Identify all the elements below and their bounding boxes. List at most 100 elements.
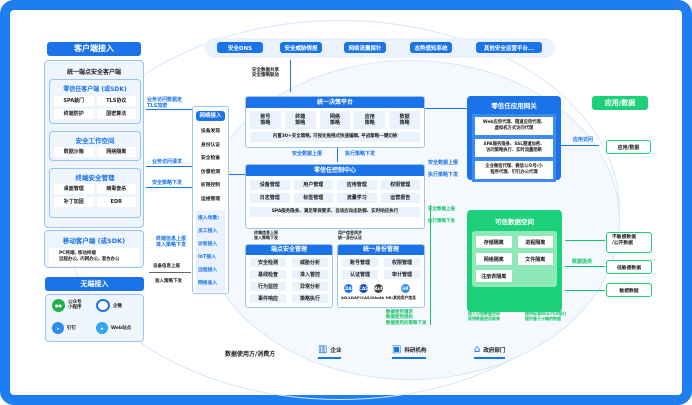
client-access-header: 客户端接入 — [47, 42, 141, 56]
apps-data-box[interactable]: 应用/数据 — [606, 140, 651, 154]
green-connector — [565, 240, 605, 241]
building-icon: ▥ — [318, 344, 328, 355]
trusted-item: 注册表隔离 — [476, 270, 512, 282]
top-item-others[interactable]: 其他安全运营平台... — [476, 42, 542, 53]
consumer-enterprise[interactable]: ▥ 企业 — [318, 344, 342, 359]
research-icon: ▣ — [392, 344, 402, 355]
endpoint-mgmt-item: 异常分析 — [292, 282, 328, 291]
identity-item: 认证管理 — [342, 270, 378, 279]
trusted-space-title: 可信数据空间 — [495, 218, 534, 226]
scenario-item: 网络准入 — [198, 281, 218, 286]
exec-down-label: 执行策略下发 — [345, 151, 376, 157]
scenario-title: 接入场景: — [198, 216, 220, 221]
clientless-label: 公众号 小程序 — [68, 299, 82, 310]
decision-platform-title: 统一决策平台 — [246, 97, 424, 108]
network-access-item: 安全检查 — [200, 156, 221, 161]
trusted-item: 网络隔离 — [476, 253, 512, 265]
consumer-government[interactable]: ⌂ 政府部门 — [474, 344, 506, 359]
endpoint-item: EDR — [96, 197, 136, 207]
endpoint-mgmt-panel: 端点安全管理 安全检测 威胁分析 基线检查 准入管控 行为监控 异常分析 事件响… — [245, 244, 333, 308]
clientless-wechat[interactable]: ●● 公众号 小程序 — [52, 299, 82, 312]
access-down-label: 准入策略下发 — [155, 279, 182, 284]
connector — [146, 166, 192, 167]
data-supply-label: 数据提供 — [572, 259, 593, 265]
top-item-situation[interactable]: 态势感知系统 — [410, 42, 452, 53]
network-access-item: 设备发现 — [200, 129, 221, 134]
zt-client-box: 零信任客户端 (或SDK) SPA敲门 TLS协议 终端防护 国密算法 — [49, 79, 141, 124]
control-item: 日志管理 — [250, 193, 290, 203]
clientless-label: Web站点 — [111, 326, 132, 331]
gateway-panel: 零信任应用网关 Web应用代理、隧道应用代理、 虚拟机方式访问代理 SPA服务隐… — [467, 96, 561, 182]
zt-item: TLS协议 — [96, 96, 136, 106]
identity-note: AD/LDAP/CAS/OAuth HR/其他用户信息 — [341, 295, 416, 300]
identity-item: 账号管理 — [342, 258, 378, 267]
endpoint-mgmt-item: 基线检查 — [250, 270, 286, 279]
web-icon: e — [96, 322, 108, 334]
zt-item: SPA敲门 — [54, 96, 94, 106]
endpoint-mgmt-item: 行为监控 — [250, 282, 286, 291]
control-item: 运营报告 — [380, 193, 420, 203]
clientless-label: 企微 — [113, 303, 122, 309]
connector — [337, 148, 338, 162]
top-item-dns[interactable]: 安全DNS — [217, 42, 263, 53]
endpoint-mgmt-item: 事件响应 — [250, 294, 286, 303]
trusted-item: 进程隔离 — [517, 236, 553, 248]
policy-down-label: 安全策略下发 — [152, 180, 183, 186]
endpoint-mgmt-item: 安全检测 — [250, 258, 286, 267]
app-access-label: 应用访问 — [573, 137, 594, 143]
decision-item: 应用 策略 — [354, 111, 386, 129]
dev-report-label: 设备信息上报 — [153, 264, 180, 269]
network-access-item: 身份认证 — [200, 142, 221, 148]
endpoint-mgmt-item: 准入管控 — [292, 270, 328, 279]
share-label: 安全数据共享 安全策略联动 — [252, 68, 279, 79]
network-access-item: 权限控制 — [200, 183, 221, 188]
consumer-research[interactable]: ▣ 科研机构 — [392, 344, 427, 359]
consumer-label: 政府部门 — [483, 347, 506, 354]
data-source-sensitive[interactable]: 敏感数据 — [606, 283, 652, 297]
decision-item: 数据 策略 — [389, 111, 420, 129]
endpoint-item: 补丁加固 — [54, 197, 94, 207]
top-item-threat-intel[interactable]: 安全威胁情报 — [280, 42, 322, 53]
wechat-icon: ●● — [52, 299, 65, 312]
data-source-public[interactable]: 不敏感数据 /公开数据 — [606, 232, 652, 253]
share-arrow — [290, 60, 291, 92]
decision-platform-panel: 统一决策平台 账号 策略 终端 策略 网络 策略 应用 策略 数据 策略 内置3… — [245, 96, 425, 148]
exec-down2-label: 执行策略下发 — [428, 172, 459, 178]
qiyeweixin-icon — [96, 299, 110, 312]
mobile-line: 远程办公, 内网办公, 混合办公 — [59, 256, 120, 262]
ldap-icon: LDAP — [342, 284, 355, 293]
control-item: 应用管理 — [337, 180, 377, 190]
green-out-label: 提供标准RESTful接口 提供基于沙箱的数据 — [525, 311, 567, 321]
endpoint-box: 终端安全管理 桌面管理 病毒查杀 补丁加固 EDR — [49, 168, 141, 218]
green-connector — [565, 266, 605, 267]
connector — [149, 272, 191, 273]
connector — [229, 174, 245, 175]
top-item-traffic-probe[interactable]: 网络流量探针 — [344, 42, 386, 53]
endpoint-item: 病毒查杀 — [96, 184, 136, 194]
apps-data-header: 应用/数据 — [592, 96, 648, 110]
cas-icon: CAS — [359, 284, 368, 293]
mobile-line: PC终端, 移动终端 — [59, 251, 96, 256]
control-item: 权限管理 — [380, 180, 420, 190]
trusted-space-panel: 可信数据空间 存储隔离 进程隔离 网络隔离 文件隔离 注册表隔离 — [467, 210, 562, 312]
clientless-web[interactable]: e Web站点 — [96, 322, 131, 334]
decision-note: 内置30+安全策略, 可视化拖拽式快速编辑, 平战策略一键切换 — [250, 132, 420, 142]
clientless-label: 钉钉 — [67, 326, 76, 331]
term-report2-label: 终端信息上报 准入策略下发 — [254, 230, 278, 240]
biz-tls-label: 业务访问数据走 TLS加密 — [147, 97, 183, 109]
clientless-dingtalk[interactable]: ➤ 钉钉 — [52, 322, 76, 334]
scenario-item: IoT接入 — [198, 255, 216, 260]
network-access-panel: 网络接入 设备发现 身份认证 安全检查 仿冒检测 权限控制 运维管理 接入场景:… — [192, 106, 229, 294]
data-source-low[interactable]: 低敏感数据 — [606, 260, 652, 274]
identity-mgmt-title: 统一身份管理 — [338, 245, 424, 255]
clientless-qiyeweixin[interactable]: 企微 — [96, 299, 122, 312]
control-item: 标签管理 — [293, 193, 333, 203]
unified-client-panel: 统一端点安全客户端 零信任客户端 (或SDK) SPA敲门 TLS协议 终端防护… — [44, 60, 144, 228]
term-report-label: 终端信息上报 准入策略下发 — [156, 236, 187, 248]
trusted-item: 文件隔离 — [517, 253, 553, 265]
green-sync-label: 数据使用请求 数据使用授权 数据使用的策略下发 — [386, 310, 427, 326]
scenario-item: 员工接入 — [198, 229, 218, 234]
identity-item: 权限管理 — [384, 258, 420, 267]
workspace-item: 数据沙箱 — [54, 147, 94, 157]
green-in-label: 接入可信数据空间 获得数据使用结果 — [468, 311, 500, 321]
